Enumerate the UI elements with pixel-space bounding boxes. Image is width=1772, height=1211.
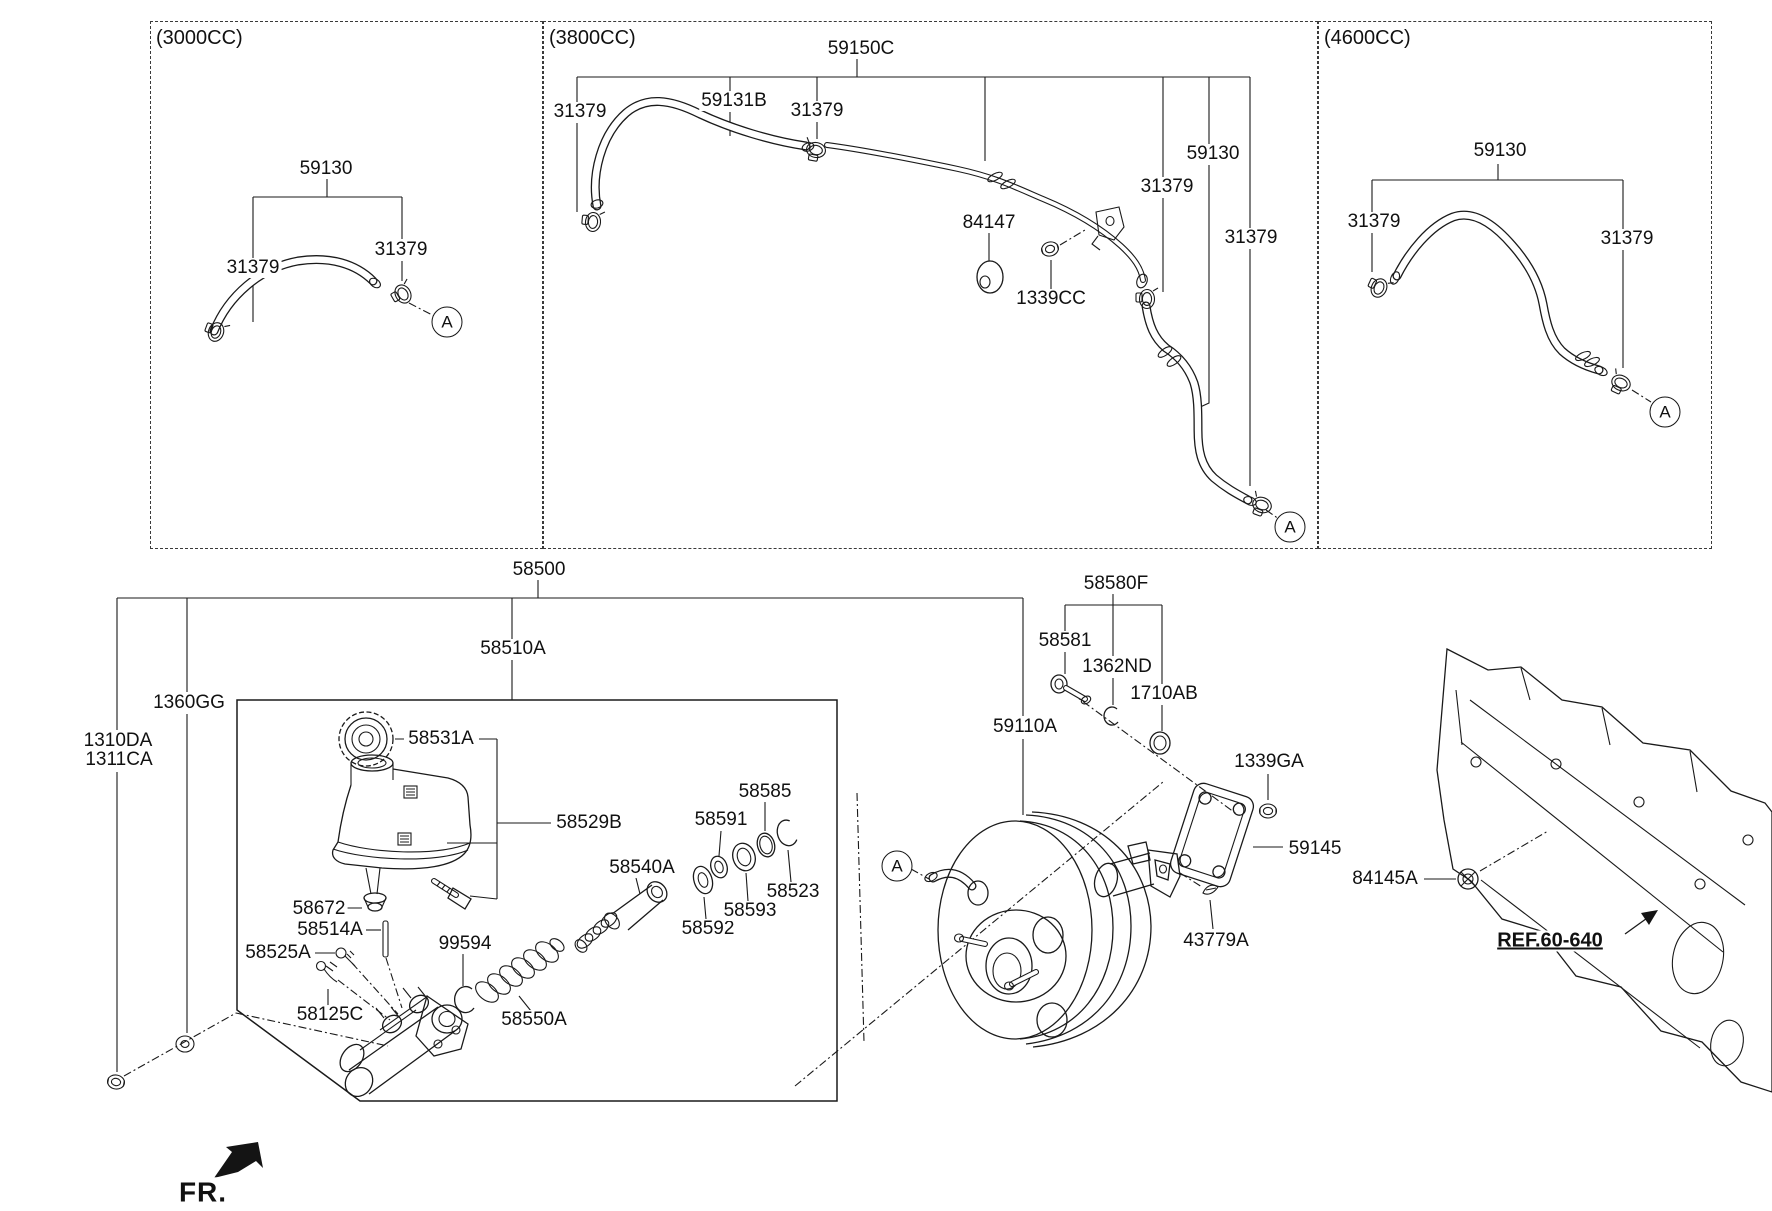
part-label-58580f: 58580F [1081, 573, 1151, 595]
part-label-84147: 84147 [960, 212, 1018, 234]
part-label-43779a: 43779A [1181, 930, 1251, 952]
part-label-1310da: 1310DA [81, 730, 155, 752]
master-cylinder-box [236, 699, 838, 1102]
part-label-58125c: 58125C [294, 1004, 366, 1026]
dash-panel-drawing [1424, 647, 1772, 1093]
part-label-84145a: 84145A [1350, 868, 1420, 890]
part-label-58540a: 58540A [607, 857, 677, 879]
reservoir-drawing [331, 711, 551, 912]
part-label-1710ab: 1710AB [1128, 683, 1200, 705]
hose-4600cc-drawing [1364, 164, 1652, 403]
part-label-58593: 58593 [721, 900, 779, 922]
part-label-1360gg: 1360GG [151, 692, 227, 714]
gasket-drawing [1169, 782, 1255, 888]
part-label-59130: 59130 [297, 158, 355, 180]
booster-fitting-group [1050, 594, 1278, 819]
part-label-31379: 31379 [1598, 228, 1656, 250]
part-label-58514a: 58514A [295, 919, 365, 941]
engine-variant-box-4600cc [1318, 21, 1712, 549]
brake-booster-drawing [924, 811, 1181, 1048]
hose-3800cc-drawing [576, 59, 1280, 520]
part-label-59130: 59130 [1184, 143, 1242, 165]
part-label-1362nd: 1362ND [1080, 656, 1154, 678]
detail-marker-a: A [1274, 511, 1306, 543]
part-label-31379: 31379 [224, 257, 282, 279]
part-label-58529b: 58529B [554, 812, 624, 834]
part-label-1339cc: 1339CC [1014, 288, 1088, 310]
ref-60-640-link: REF.60-640 [1495, 929, 1605, 952]
part-label-59130: 59130 [1471, 140, 1529, 162]
detail-marker-a: A [881, 850, 913, 882]
part-label-58525a: 58525A [243, 942, 313, 964]
part-label-58531a: 58531A [406, 728, 476, 750]
part-label-59110a: 59110A [990, 716, 1060, 738]
part-label-99594: 99594 [436, 933, 494, 955]
part-label-31379: 31379 [788, 100, 846, 122]
part-label-58585: 58585 [736, 781, 794, 803]
part-label-59131b: 59131B [699, 90, 769, 112]
engine-variant-title-3000cc: (3000CC) [154, 27, 245, 50]
master-cylinder-drawing [315, 802, 798, 1098]
part-label-58510a: 58510A [478, 638, 548, 660]
main-bracket-lines [105, 580, 1024, 1091]
part-label-58592: 58592 [679, 918, 737, 940]
engine-variant-box-3800cc [543, 21, 1318, 549]
detail-marker-a: A [431, 306, 463, 338]
hose-3000cc-drawing [201, 179, 437, 346]
part-label-31379: 31379 [551, 101, 609, 123]
engine-variant-title-3800cc: (3800CC) [547, 27, 638, 50]
part-label-59150c: 59150C [825, 38, 897, 60]
engine-variant-box-3000cc [150, 21, 543, 549]
part-label-59145: 59145 [1286, 838, 1344, 860]
detail-marker-a: A [1649, 396, 1681, 428]
part-label-58581: 58581 [1036, 630, 1094, 652]
part-label-1311ca: 1311CA [83, 749, 155, 771]
part-label-58550a: 58550A [499, 1009, 569, 1031]
part-label-31379: 31379 [1345, 211, 1403, 233]
fr-direction-arrow [214, 1142, 263, 1178]
engine-variant-title-4600cc: (4600CC) [1322, 27, 1413, 50]
part-label-31379: 31379 [372, 239, 430, 261]
part-label-31379: 31379 [1222, 227, 1280, 249]
part-label-58500: 58500 [510, 559, 568, 581]
part-label-58672: 58672 [290, 898, 348, 920]
fr-direction-label: FR. [176, 1176, 230, 1208]
part-label-58523: 58523 [764, 881, 822, 903]
part-label-31379: 31379 [1138, 176, 1196, 198]
part-label-1339ga: 1339GA [1232, 751, 1306, 773]
part-label-58591: 58591 [692, 809, 750, 831]
